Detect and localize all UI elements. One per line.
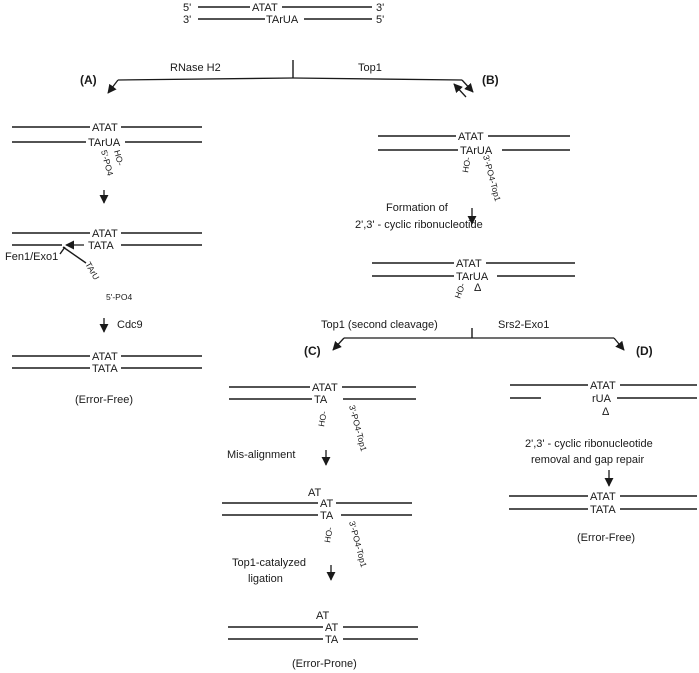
b1-nick-right-label: 3'-PO4-Top1 xyxy=(481,154,503,203)
panel-a-step3-duplex: ATAT TATA xyxy=(12,351,202,375)
top1-second-cleavage-label: Top1 (second cleavage) xyxy=(321,319,438,331)
fen1-exo1-label: Fen1/Exo1 xyxy=(5,251,58,263)
a2-flap-end-label: 5'-PO4 xyxy=(106,292,132,302)
second-branch: Top1 (second cleavage) Srs2-Exo1 xyxy=(321,319,625,351)
top1-label: Top1 xyxy=(358,62,382,74)
d1-top-seq: ATAT xyxy=(590,380,616,392)
strand2-3prime-label: 3' xyxy=(183,14,191,26)
strand1-3prime-label: 3' xyxy=(376,2,384,14)
substrate-duplex: 5' ATAT 3' 3' TArUA 5' xyxy=(183,2,384,26)
d1-delta: Δ xyxy=(602,406,610,418)
a3-bottom-seq: TATA xyxy=(92,363,118,375)
panel-d-outcome: (Error-Free) xyxy=(577,532,635,544)
panel-b-label: (B) xyxy=(482,73,499,87)
a2-cleavage-tick xyxy=(59,246,66,255)
c2-loop-seq: AT xyxy=(308,487,322,499)
strand1-sequence: ATAT xyxy=(252,2,278,14)
strand2-5prime-label: 5' xyxy=(376,14,384,26)
c1-top-seq: ATAT xyxy=(312,382,338,394)
c2-bottom-seq: TA xyxy=(320,510,334,522)
d-step-label-1: 2',3' - cyclic ribonucleotide xyxy=(525,438,653,450)
d-step-label-2: removal and gap repair xyxy=(531,454,644,466)
a1-nick-right-label: HO- xyxy=(112,149,126,167)
strand2-sequence: TArUA xyxy=(266,14,299,26)
a1-top-seq: ATAT xyxy=(92,122,118,134)
rnase-h2-label: RNase H2 xyxy=(170,62,221,74)
panel-a-step2-duplex: ATAT TATA Fen1/Exo1 TArU 5'-PO4 xyxy=(5,228,202,302)
panel-a-outcome: (Error-Free) xyxy=(75,394,133,406)
branch-line-right xyxy=(292,77,463,81)
a3-top-seq: ATAT xyxy=(92,351,118,363)
c2-top-seq: AT xyxy=(320,498,334,510)
c3-bottom-seq: TA xyxy=(325,634,339,646)
top1-ligation-label-1: Top1-catalyzed xyxy=(232,557,306,569)
panel-b-step1-duplex: ATAT TArUA HO- 3'-PO4-Top1 xyxy=(378,131,570,203)
top1-ligation-label-2: ligation xyxy=(248,573,283,585)
panel-c-label: (C) xyxy=(304,344,321,358)
panel-d-label: (D) xyxy=(636,344,653,358)
c1-bottom-seq: TA xyxy=(314,394,328,406)
c1-nick-left-label: HO- xyxy=(316,410,329,427)
b1-nick-left-label: HO- xyxy=(460,156,473,173)
b1-top-seq: ATAT xyxy=(458,131,484,143)
main-branch: RNase H2 Top1 xyxy=(107,60,474,98)
c2-nick-left-label: HO- xyxy=(322,526,335,543)
misalignment-label: Mis-alignment xyxy=(227,449,295,461)
panel-b-step2-duplex: ATAT TArUA HO- Δ xyxy=(372,258,575,300)
srs2-exo1-label: Srs2-Exo1 xyxy=(498,319,549,331)
c3-loop-seq: AT xyxy=(316,610,330,622)
b2-bottom-seq: TArUA xyxy=(456,271,489,283)
panel-a: (A) ATAT TArUA 5'-PO4 HO- ATAT TATA Fen1… xyxy=(5,73,202,406)
arrow-to-d xyxy=(613,337,625,351)
a2-bottom-seq: TATA xyxy=(88,240,114,252)
panel-d-step1-duplex: ATAT rUA Δ xyxy=(510,380,697,418)
panel-a-label: (A) xyxy=(80,73,97,87)
b2-delta: Δ xyxy=(474,282,482,294)
arrow-to-b xyxy=(461,79,474,93)
strand1-5prime-label: 5' xyxy=(183,2,191,14)
d2-bottom-seq: TATA xyxy=(590,504,616,516)
panel-c-step3-duplex: AT AT TA xyxy=(228,610,418,646)
a1-bottom-seq: TArUA xyxy=(88,137,121,149)
panel-d: (D) ATAT rUA Δ 2',3' - cyclic ribonucleo… xyxy=(509,344,697,544)
reversible-arrow-b xyxy=(453,83,467,98)
cdc9-label: Cdc9 xyxy=(117,319,143,331)
a2-flap-line xyxy=(62,246,87,264)
b2-top-seq: ATAT xyxy=(456,258,482,270)
a2-flap-seq: TArU xyxy=(83,260,101,282)
d1-bottom-seq: rUA xyxy=(592,393,612,405)
b1-bottom-seq: TArUA xyxy=(460,145,493,157)
panel-b: (B) ATAT TArUA HO- 3'-PO4-Top1 Formation… xyxy=(321,73,625,351)
a2-top-seq: ATAT xyxy=(92,228,118,240)
panel-a-step1-duplex: ATAT TArUA 5'-PO4 HO- xyxy=(12,122,202,177)
panel-c-outcome: (Error-Prone) xyxy=(292,658,357,670)
b2-nick-left-label: HO- xyxy=(452,281,467,299)
c1-nick-right-label: 3'-PO4-Top1 xyxy=(347,404,369,453)
d2-top-seq: ATAT xyxy=(590,491,616,503)
b-step-label-2: 2',3' - cyclic ribonucleotide xyxy=(355,219,483,231)
b-step-label-1: Formation of xyxy=(386,202,449,214)
branch-line-left xyxy=(117,77,294,81)
c2-nick-right-label: 3'-PO4-Top1 xyxy=(347,520,369,569)
c3-top-seq: AT xyxy=(325,622,339,634)
panel-c-step1-duplex: ATAT TA HO- 3'-PO4-Top1 xyxy=(229,382,416,453)
arrow-to-a xyxy=(107,79,119,94)
panel-c: (C) ATAT TA HO- 3'-PO4-Top1 Mis-alignmen… xyxy=(222,344,418,670)
arrow-to-c xyxy=(332,337,345,351)
panel-d-step2-duplex: ATAT TATA xyxy=(509,491,697,516)
